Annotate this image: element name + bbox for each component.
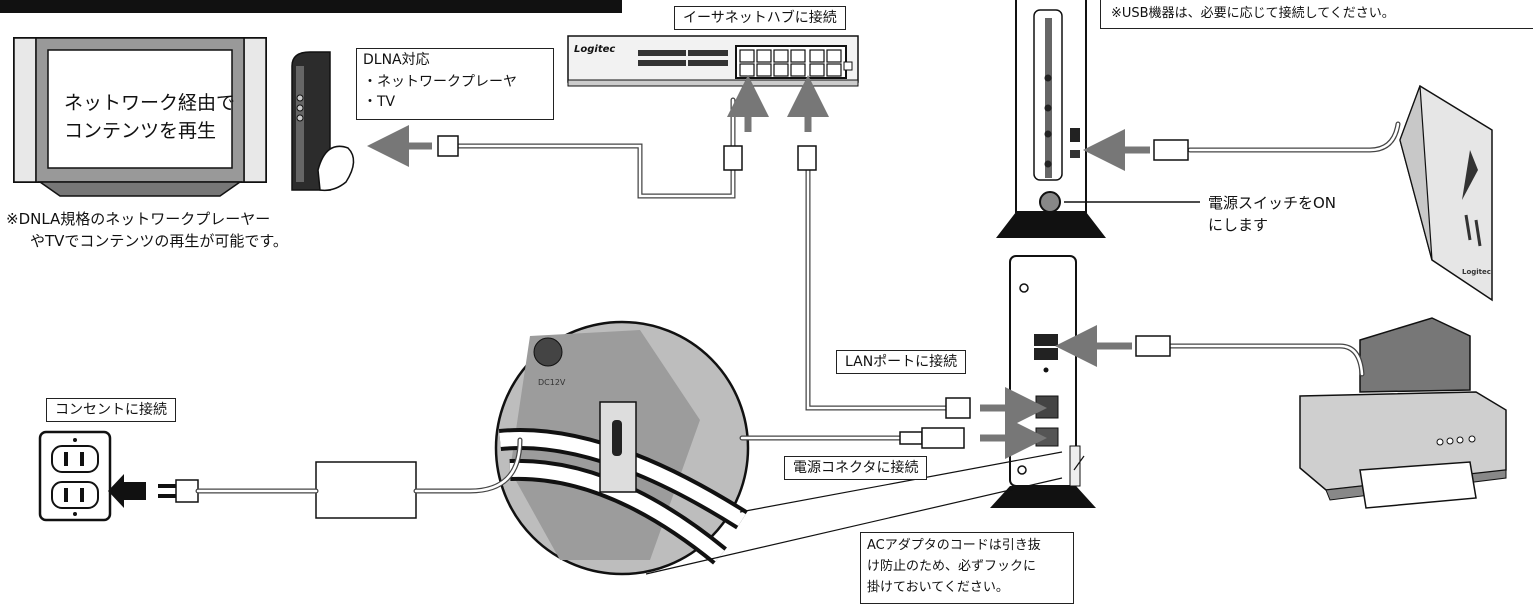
outlet-arrow: [108, 474, 146, 508]
usb-hdd-illustration: [1399, 84, 1493, 302]
dnla-note-2: やTVでコンテンツの再生が可能です。: [30, 232, 288, 250]
nas-front-illustration: [996, 0, 1106, 238]
dlna-title: DLNA対応: [363, 52, 430, 68]
ac-note-1: ACアダプタのコードは引き抜: [867, 538, 1041, 553]
ac-adapter-illustration: [158, 461, 417, 519]
tv-screen-text-2: コンテンツを再生: [64, 120, 217, 142]
hub-illustration: [567, 35, 859, 87]
label-outlet: コンセントに接続: [46, 398, 176, 422]
wall-outlet-illustration: [38, 430, 112, 522]
note-usb-text: ※USB機器は、必要に応じて接続してください。: [1111, 6, 1395, 21]
connector-plugs: [437, 135, 1189, 449]
ac-note-2: け防止のため、必ずフックに: [867, 559, 1037, 574]
ac-note-3: 掛けておいてください。: [867, 580, 1009, 595]
nas-brand-text: Logitec: [1462, 268, 1491, 276]
zoom-detail-illustration: [494, 320, 750, 576]
label-lan-port: LANポートに接続: [836, 350, 967, 374]
dc-jack-text: DC12V: [538, 378, 566, 387]
note-ac-adapter: ACアダプタのコードは引き抜 け防止のため、必ずフックに 掛けておいてください。: [860, 532, 1074, 604]
tv-screen-text-1: ネットワーク経由で: [64, 92, 236, 114]
dnla-note-1: ※DNLA規格のネットワークプレーヤー: [6, 210, 271, 228]
printer-illustration: [1299, 317, 1507, 509]
header-bar: [0, 0, 622, 13]
nas-back-illustration: [990, 255, 1096, 508]
note-usb: ※USB機器は、必要に応じて接続してください。: [1100, 0, 1533, 29]
hub-brand-text: Logitec: [574, 44, 616, 55]
power-switch-1: 電源スイッチをON: [1208, 194, 1337, 212]
power-switch-2: にします: [1208, 216, 1269, 234]
label-ethernet-hub: イーサネットハブに接続: [674, 6, 846, 30]
direction-arrows: [367, 75, 1150, 459]
dlna-item-player: ・ネットワークプレーヤ: [363, 74, 517, 90]
dlna-item-tv: ・TV: [363, 94, 396, 110]
label-dlna: DLNA対応 ・ネットワークプレーヤ ・TV: [356, 48, 554, 120]
tv-illustration: [13, 37, 267, 197]
dlna-player-illustration: [291, 51, 355, 192]
label-power-connector: 電源コネクタに接続: [784, 456, 928, 480]
